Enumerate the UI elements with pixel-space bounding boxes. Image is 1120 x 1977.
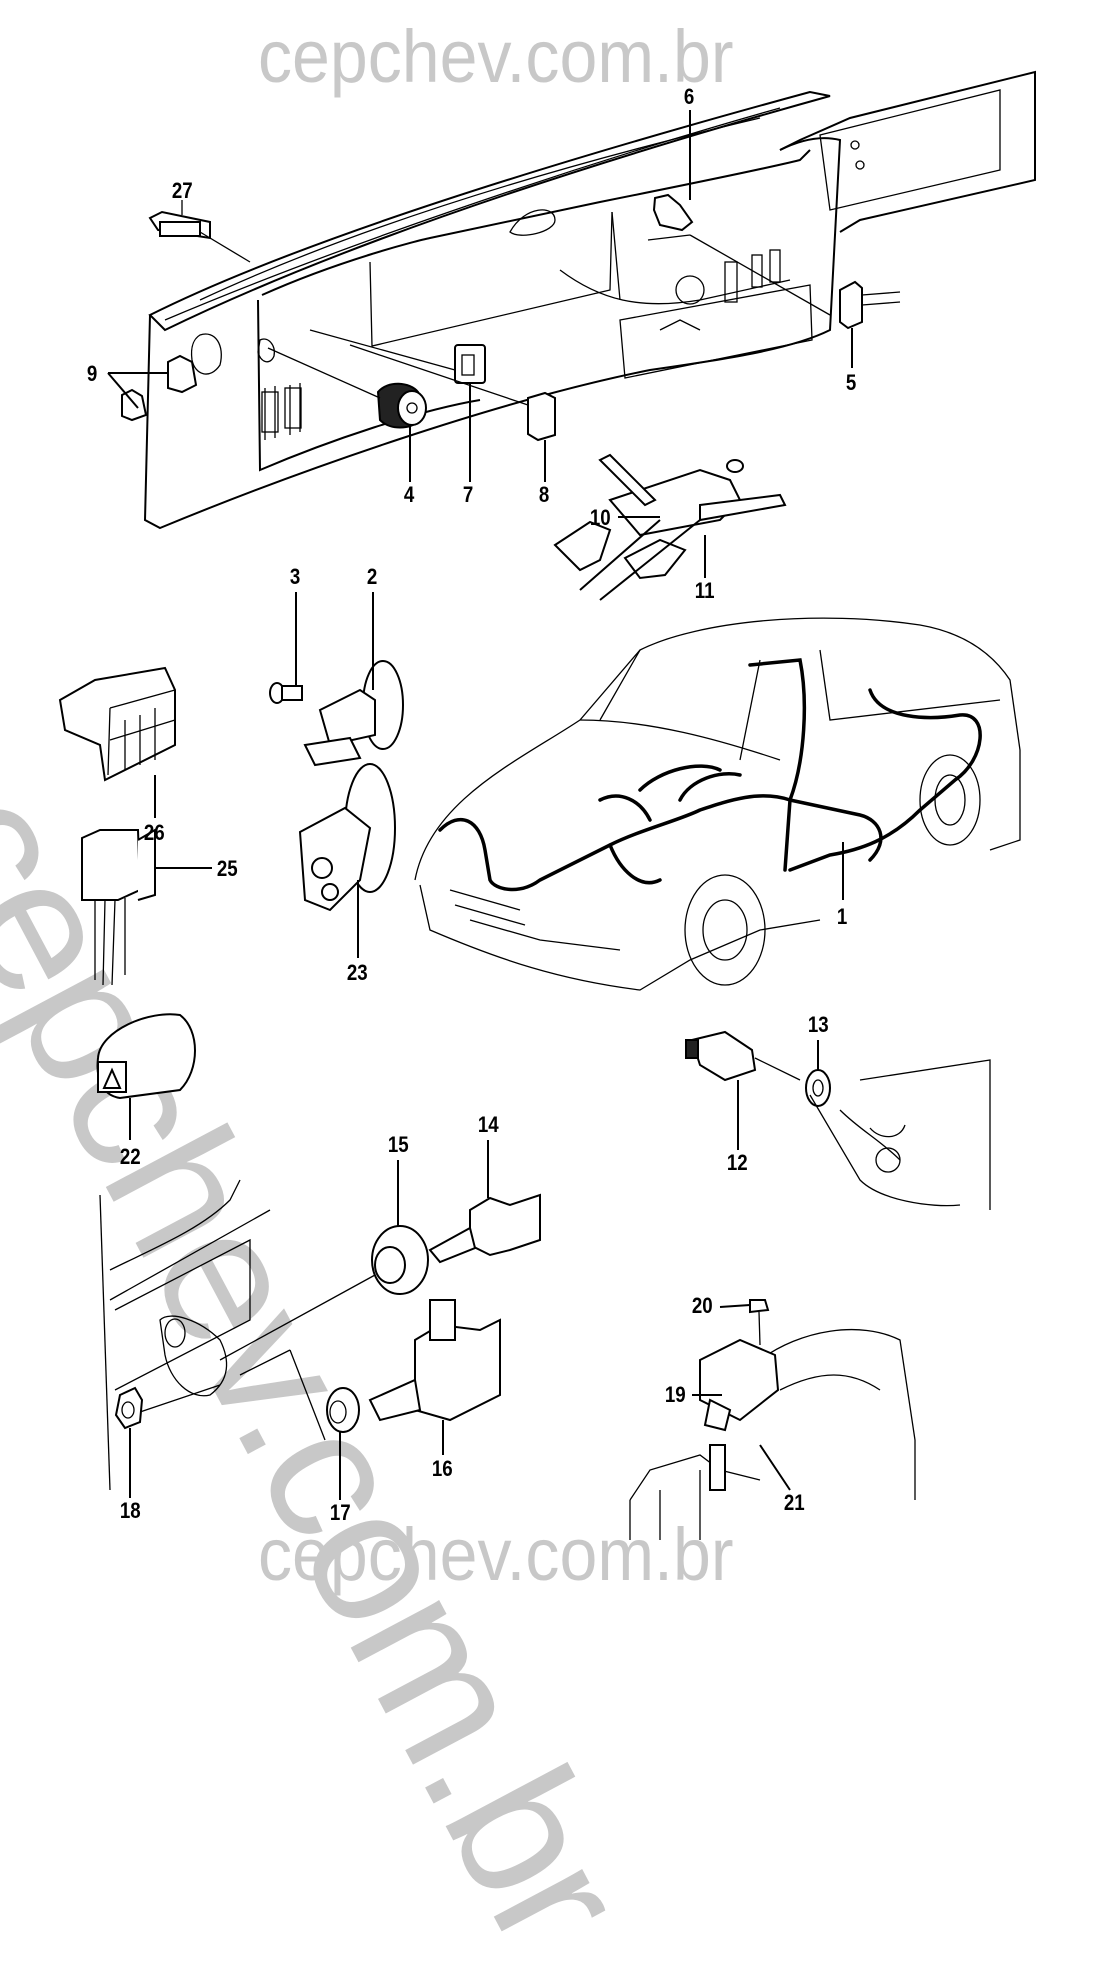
- diagram-drawing: [58, 70, 1036, 1540]
- callout-8: 8: [538, 482, 550, 507]
- part-5-dash-switch-right: [839, 280, 901, 368]
- callout-5: 5: [845, 370, 857, 395]
- callout-15: 15: [387, 1132, 409, 1157]
- callout-27: 27: [171, 178, 193, 203]
- callout-11: 11: [694, 578, 715, 603]
- part-19-21-throttle-area: [629, 1299, 916, 1540]
- part-4-light-switch-knob: [267, 347, 427, 482]
- callout-2: 2: [366, 564, 378, 589]
- callout-1: 1: [836, 904, 848, 929]
- part-10-11-stalk-switches: [553, 453, 787, 601]
- dashboard-panel: [143, 70, 1036, 530]
- part-3-bolt: [269, 592, 303, 704]
- callout-23: 23: [346, 960, 368, 985]
- callout-7: 7: [462, 482, 474, 507]
- part-8-blank-cover: [349, 344, 556, 482]
- part-16-clutch-switch: [368, 1299, 501, 1455]
- parts-diagram: cepchev.com.br: [0, 15, 1036, 1977]
- callout-3: 3: [289, 564, 301, 589]
- callout-20: 20: [691, 1293, 713, 1318]
- part-18-nut: [114, 1386, 144, 1498]
- part-26-fuse-connector: [58, 666, 176, 818]
- part-25-relay-connector: [81, 828, 212, 986]
- callout-25: 25: [216, 856, 238, 881]
- callout-21: 21: [783, 1490, 805, 1515]
- part-6-upper-dash-switch: [647, 110, 831, 316]
- part-7-dash-switch: [309, 329, 486, 482]
- pedal-bracket: [99, 1179, 376, 1491]
- callout-10: 10: [589, 505, 611, 530]
- part-22-hazard-switch: [96, 1013, 196, 1140]
- callout-18: 18: [119, 1498, 141, 1523]
- part-15-retainer: [371, 1160, 429, 1295]
- part-23-ignition-lock: [298, 763, 396, 958]
- callout-22: 22: [119, 1144, 141, 1169]
- callout-14: 14: [477, 1112, 499, 1137]
- part-1-wiring-harness: [438, 658, 982, 900]
- callout-26: 26: [143, 820, 165, 845]
- part-14-brake-light-switch: [428, 1140, 541, 1264]
- callout-16: 16: [431, 1456, 453, 1481]
- callout-19: 19: [664, 1382, 686, 1407]
- part-27-door-jamb-switch: [148, 200, 251, 263]
- car-outline: [414, 617, 1021, 991]
- part-2-ignition-bracket: [303, 592, 404, 767]
- watermark-bottom: cepchev.com.br: [258, 1513, 734, 1596]
- part-12-oil-sender: [685, 1030, 801, 1150]
- callout-9: 9: [86, 361, 98, 386]
- callout-12: 12: [726, 1150, 748, 1175]
- part-9-side-switches: [107, 354, 198, 422]
- watermark-top: cepchev.com.br: [258, 15, 734, 98]
- callout-6: 6: [683, 84, 695, 109]
- callout-4: 4: [403, 482, 415, 507]
- callout-17: 17: [329, 1500, 351, 1525]
- part-13-washer: [805, 1040, 991, 1210]
- part-17-bushing: [326, 1387, 360, 1500]
- callout-13: 13: [807, 1012, 829, 1037]
